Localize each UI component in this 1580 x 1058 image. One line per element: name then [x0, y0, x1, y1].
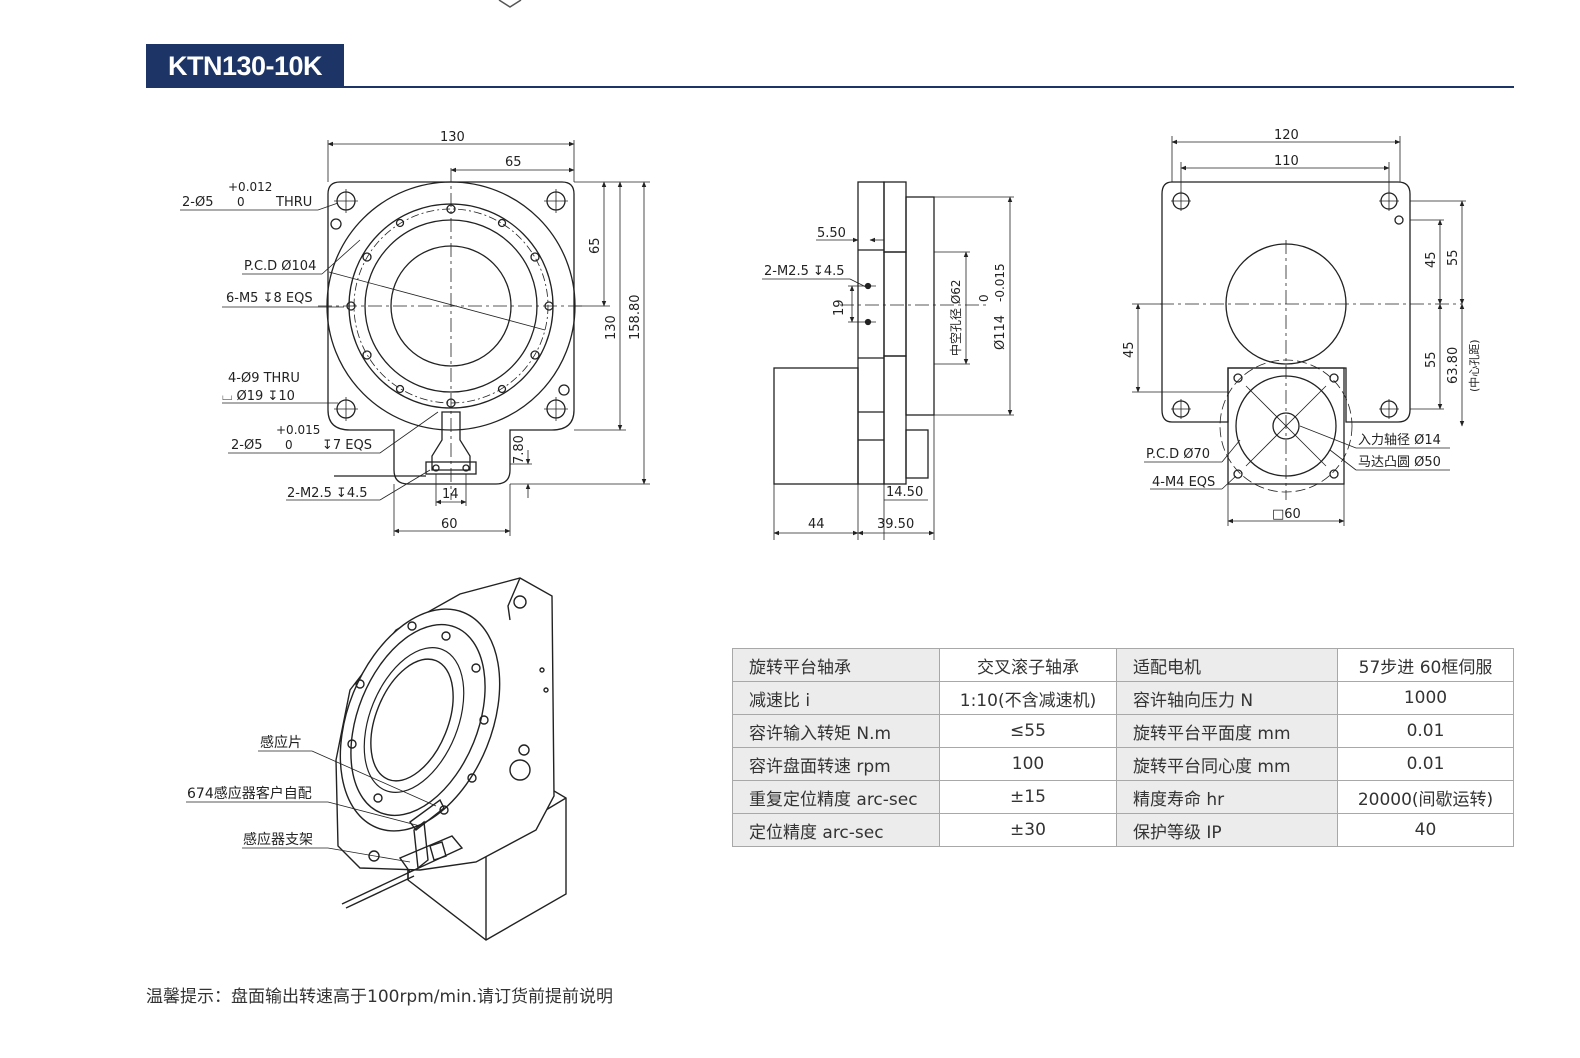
dim-120: 120: [1274, 128, 1299, 143]
label-sensor-custom: 674感应器客户自配: [187, 785, 312, 802]
front-view: [318, 168, 586, 500]
title-underline: [344, 86, 1514, 88]
model-title-badge: KTN130-10K: [146, 44, 344, 88]
front-view-dimensions: [180, 140, 650, 536]
table-row: 定位精度 arc-sec ±30 保护等级 IP 40: [732, 813, 1514, 847]
center-note: (中心孔距): [1468, 339, 1481, 392]
footer-note: 温馨提示：盘面输出转速高于100rpm/min.请订货前提前说明: [146, 987, 613, 1007]
dim-7-80: 7.80: [512, 435, 527, 464]
spec-key: 旋转平台平面度 mm: [1116, 714, 1338, 748]
dim-130-top: 130: [440, 130, 465, 145]
spec-value: ±15: [939, 780, 1117, 814]
dim-65-right: 65: [588, 237, 603, 254]
spec-value: 1000: [1337, 681, 1514, 715]
counterbore-callout: ⌴ Ø19 ↧10: [222, 389, 295, 404]
dim-60: 60: [441, 517, 458, 532]
dim-65-top: 65: [505, 155, 522, 170]
label-sensor-bracket: 感应器支架: [243, 831, 313, 848]
isometric-view: [335, 577, 567, 941]
rear-view: [1160, 181, 1462, 500]
front-view-labels: 130 65 2-Ø5 +0.012 0 THRU P.C.D Ø104 6-M…: [182, 130, 643, 532]
spigot-callout: Ø114: [993, 315, 1008, 350]
dim-63-80: 63.80: [1446, 347, 1461, 384]
pin-hole-tol-lower: 0: [285, 438, 293, 452]
spec-value: ±30: [939, 813, 1117, 847]
dim-45-left: 45: [1122, 341, 1137, 358]
dim-158-80: 158.80: [628, 295, 643, 341]
thru-hole-callout: 2-Ø5: [182, 195, 213, 210]
spec-value: 交叉滚子轴承: [939, 648, 1117, 682]
top-chevron-icon: [498, 0, 522, 8]
spec-value: 100: [939, 747, 1117, 781]
dim-5-50: 5.50: [817, 226, 846, 241]
rear-tap-callout: 4-M4 EQS: [1152, 475, 1215, 490]
spec-key: 容许轴向压力 N: [1116, 681, 1338, 715]
spec-key: 精度寿命 hr: [1116, 780, 1338, 814]
side-view: [773, 181, 990, 485]
spec-key: 容许输入转矩 N.m: [732, 714, 940, 748]
dim-39-50: 39.50: [877, 517, 914, 532]
spec-value: ≤55: [939, 714, 1117, 748]
table-row: 容许输入转矩 N.m ≤55 旋转平台平面度 mm 0.01: [732, 714, 1514, 748]
label-sensor-plate: 感应片: [260, 734, 302, 751]
pcd-callout: P.C.D Ø104: [244, 259, 316, 274]
pin-hole-tol-upper: +0.015: [276, 423, 320, 437]
dim-55-bottom: 55: [1424, 351, 1439, 368]
spec-key: 减速比 i: [732, 681, 940, 715]
spec-value: 0.01: [1337, 714, 1514, 748]
spec-key: 重复定位精度 arc-sec: [732, 780, 940, 814]
side-view-labels: 5.50 2-M2.5 ↧4.5 19 中空孔径 Ø62 Ø114 0 -0.0…: [764, 226, 1008, 532]
corner-hole-callout: 4-Ø9 THRU: [228, 371, 300, 386]
table-row: 容许盘面转速 rpm 100 旋转平台同心度 mm 0.01: [732, 747, 1514, 781]
pin-hole-depth: ↧7 EQS: [322, 438, 372, 453]
pin-hole-callout: 2-Ø5: [231, 438, 262, 453]
spec-key: 旋转平台轴承: [732, 648, 940, 682]
spec-key: 定位精度 arc-sec: [732, 813, 940, 847]
spigot-tol-lower: -0.015: [993, 263, 1007, 302]
rear-view-dimensions: [1132, 136, 1466, 526]
dim-44: 44: [808, 517, 825, 532]
spec-key: 容许盘面转速 rpm: [732, 747, 940, 781]
square-dim: □60: [1272, 507, 1301, 522]
spec-value: 57步进 60框伺服: [1337, 648, 1514, 682]
spec-value: 0.01: [1337, 747, 1514, 781]
side-tap-callout: 2-M2.5 ↧4.5: [764, 264, 845, 279]
dim-19: 19: [832, 299, 847, 316]
dim-55-top: 55: [1446, 249, 1461, 266]
dim-14: 14: [442, 487, 459, 502]
dim-110: 110: [1274, 154, 1299, 169]
dim-14-50: 14.50: [886, 485, 923, 500]
spec-key: 旋转平台同心度 mm: [1116, 747, 1338, 781]
spec-key: 适配电机: [1116, 648, 1338, 682]
sensor-tap-callout: 2-M2.5 ↧4.5: [287, 486, 368, 501]
mount-tap-callout: 6-M5 ↧8 EQS: [226, 291, 313, 306]
table-row: 旋转平台轴承 交叉滚子轴承 适配电机 57步进 60框伺服: [732, 648, 1514, 682]
spigot-tol-upper: 0: [977, 294, 991, 302]
spec-value: 1:10(不含减速机): [939, 681, 1117, 715]
motor-spigot-callout: 马达凸圆 Ø50: [1358, 455, 1441, 470]
thru-hole-tol-lower: 0: [237, 195, 245, 209]
table-row: 重复定位精度 arc-sec ±15 精度寿命 hr 20000(间歇运转): [732, 780, 1514, 814]
spec-value: 20000(间歇运转): [1337, 780, 1514, 814]
model-title: KTN130-10K: [167, 51, 323, 81]
side-view-dimensions: [762, 196, 1014, 540]
isometric-leaders: [186, 750, 437, 863]
thru-hole-tol-upper: +0.012: [228, 180, 272, 194]
dim-130-right: 130: [604, 315, 619, 340]
spec-key: 保护等级 IP: [1116, 813, 1338, 847]
rear-view-labels: 120 110 45 45 55 55 63.80 (中心孔距) P.C.D Ø…: [1122, 128, 1481, 522]
spec-value: 40: [1337, 813, 1514, 847]
dim-45-right: 45: [1424, 251, 1439, 268]
input-shaft-callout: 入力轴径 Ø14: [1358, 433, 1441, 448]
hollow-callout: 中空孔径 Ø62: [948, 279, 963, 356]
rear-pcd-callout: P.C.D Ø70: [1146, 447, 1210, 462]
isometric-labels: 感应片 674感应器客户自配 感应器支架: [187, 734, 313, 848]
spec-table: 旋转平台轴承 交叉滚子轴承 适配电机 57步进 60框伺服 减速比 i 1:10…: [732, 648, 1514, 847]
thru-hole-suffix: THRU: [275, 195, 312, 210]
table-row: 减速比 i 1:10(不含减速机) 容许轴向压力 N 1000: [732, 681, 1514, 715]
